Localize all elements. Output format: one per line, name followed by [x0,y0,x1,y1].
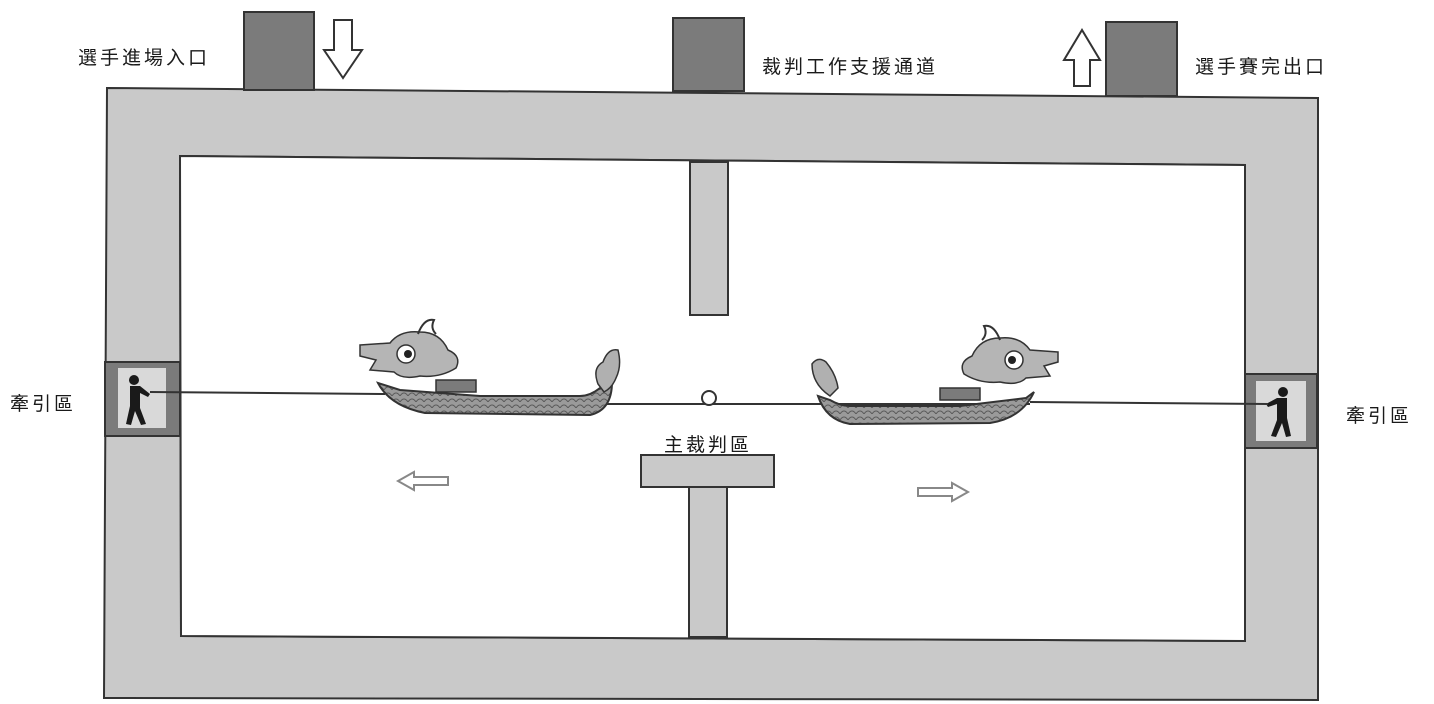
dragon-boat-right [811,324,1059,426]
judge-passage-label: 裁判工作支援通道 [762,56,939,78]
person-pulling-icon [126,375,150,425]
tow-area-right-label: 牽引區 [1346,405,1413,427]
chief-judge-platform [640,454,775,488]
person-pulling-icon [1266,387,1291,437]
exit-label: 選手賽完出口 [1195,56,1328,78]
arrow-down-icon [322,19,364,80]
arrow-up-icon [1062,28,1102,87]
center-top-divider [689,161,729,316]
chief-judge-label: 主裁判區 [664,434,753,456]
tow-area-left-label: 牽引區 [10,393,77,415]
entrance-label: 選手進場入口 [78,47,211,69]
center-buoy [701,390,717,406]
judge-passage-gate [672,17,745,92]
entrance-gate [243,11,315,91]
tow-line-left [149,391,386,395]
arrow-right-icon [917,481,971,503]
tow-line-right [1029,401,1269,405]
arrow-left-icon [395,470,449,492]
dragon-boat-left [359,318,621,417]
exit-gate [1105,21,1178,97]
center-bottom-divider [688,486,728,638]
